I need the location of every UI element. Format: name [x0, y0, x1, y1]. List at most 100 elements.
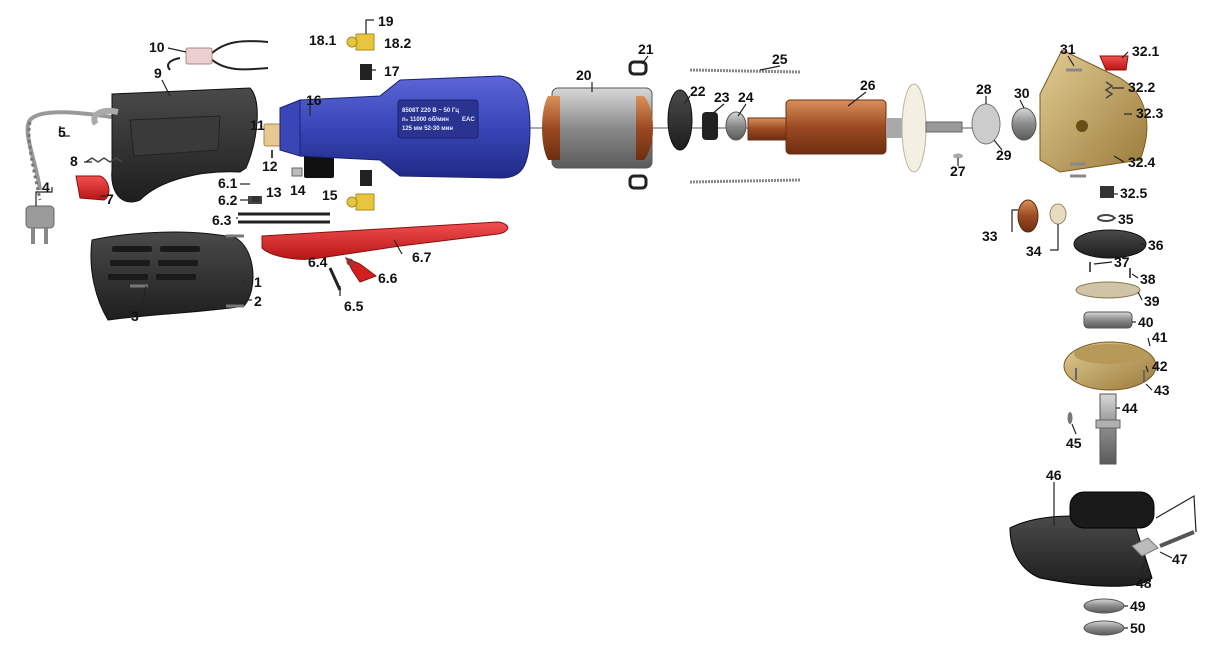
motor-housing-blue: [279, 75, 531, 179]
label-18-1: 18.1: [309, 32, 336, 48]
gearbox-screws: [1066, 68, 1086, 178]
label-31: 31: [1060, 41, 1076, 57]
label-33: 33: [982, 228, 998, 244]
stator: [542, 87, 653, 169]
rear-handle-cover: [90, 231, 254, 321]
bearing-plate-screws: [1089, 262, 1131, 278]
label-24: 24: [738, 89, 754, 105]
wheel-guard: [1009, 491, 1155, 587]
label-6-7: 6.7: [412, 249, 432, 265]
carbon-brush-lower: [360, 170, 372, 186]
label-42: 42: [1152, 358, 1168, 374]
label-13: 13: [266, 184, 282, 200]
stator-clips: [628, 60, 648, 190]
bearing-retainer-plate: [1075, 281, 1141, 299]
label-1: 1: [254, 274, 262, 290]
label-32-4: 32.4: [1128, 154, 1155, 170]
label-40: 40: [1138, 314, 1154, 330]
brush-holder-lower: [355, 193, 375, 211]
guard-nut: [1131, 537, 1159, 557]
label-27: 27: [950, 163, 966, 179]
needle-bearing: [1100, 186, 1114, 198]
label-39: 39: [1144, 293, 1160, 309]
label-29: 29: [996, 147, 1012, 163]
inner-flange: [1083, 598, 1125, 614]
label-10: 10: [149, 39, 165, 55]
nameplate-model: 8508Т 220 В ~ 50 Гц: [402, 108, 459, 114]
brush-spring-lower: [346, 196, 358, 208]
nameplate-marks: EAC: [462, 117, 475, 123]
label-6-6: 6.6: [378, 270, 398, 286]
front-bearing: [1011, 107, 1037, 141]
armature: [747, 83, 963, 173]
label-32-1: 32.1: [1132, 43, 1159, 59]
power-cord: [25, 110, 119, 201]
label-44: 44: [1122, 400, 1138, 416]
label-46: 46: [1046, 467, 1062, 483]
part-labels: 1 2 3 4 5 6.1 6.2 6.3 6.4 6.5 6.6 6.7 7 …: [42, 13, 1188, 636]
key-woodruff: [953, 153, 963, 159]
label-15: 15: [322, 187, 338, 203]
label-6-2: 6.2: [218, 192, 238, 208]
gearbox-housing: [1039, 49, 1148, 173]
circlip: [1097, 214, 1115, 222]
label-47: 47: [1172, 551, 1188, 567]
label-6-3: 6.3: [212, 212, 232, 228]
long-screw-upper: [689, 68, 801, 74]
label-41: 41: [1152, 329, 1168, 345]
guard-bolt: [1159, 530, 1195, 548]
flange-screws: [1075, 368, 1145, 382]
label-12: 12: [262, 158, 278, 174]
label-37: 37: [1114, 254, 1130, 270]
pinion-gear: [1017, 199, 1039, 233]
label-45: 45: [1066, 435, 1082, 451]
label-28: 28: [976, 81, 992, 97]
spindle-key: [1067, 412, 1073, 424]
nameplate-speed: n₀ 11000 об/мин: [402, 116, 449, 123]
switch-spring: [85, 157, 123, 163]
label-49: 49: [1130, 598, 1146, 614]
label-19: 19: [378, 13, 394, 29]
label-7: 7: [106, 191, 114, 207]
spindle-lock-button: [1099, 55, 1129, 71]
label-18-2: 18.2: [384, 35, 411, 51]
label-3: 3: [131, 308, 139, 324]
handle-screws: [130, 234, 244, 308]
cord-clamp-red: [75, 175, 110, 201]
switch-unit: [304, 152, 334, 178]
switch-button: [252, 196, 260, 202]
brush-spring-upper: [346, 36, 358, 48]
spindle: [1099, 393, 1117, 465]
label-23: 23: [714, 89, 730, 105]
label-17: 17: [384, 63, 400, 79]
bevel-gear: [1073, 229, 1147, 259]
label-25: 25: [772, 51, 788, 67]
label-48: 48: [1136, 575, 1152, 591]
brush-holder-upper: [355, 33, 375, 51]
label-32-3: 32.3: [1136, 105, 1163, 121]
label-32-5: 32.5: [1120, 185, 1147, 201]
switch-lever-red: [261, 221, 509, 260]
rear-housing-half: [91, 87, 258, 203]
carbon-brush-upper: [360, 64, 372, 80]
wire-harness: [167, 40, 269, 71]
switch-latch-red: [344, 257, 378, 283]
bearing-plate: [971, 103, 1001, 145]
lock-spring: [1104, 81, 1114, 99]
label-5: 5: [58, 124, 66, 140]
latch-spring-pin: [328, 267, 342, 291]
outer-flange-nut: [1083, 620, 1125, 636]
label-6-5: 6.5: [344, 298, 364, 314]
rubber-bushing: [702, 112, 718, 140]
label-36: 36: [1148, 237, 1164, 253]
label-6-1: 6.1: [218, 175, 238, 191]
label-43: 43: [1154, 382, 1170, 398]
spindle-bearing: [1083, 311, 1133, 329]
power-plug: [25, 205, 55, 244]
nameplate-disc: 125 мм 52-30 мин: [402, 126, 453, 132]
label-32-2: 32.2: [1128, 79, 1155, 95]
long-screw-lower: [689, 178, 801, 184]
carbon-brush-holder-plate: [263, 123, 283, 147]
label-9: 9: [154, 65, 162, 81]
